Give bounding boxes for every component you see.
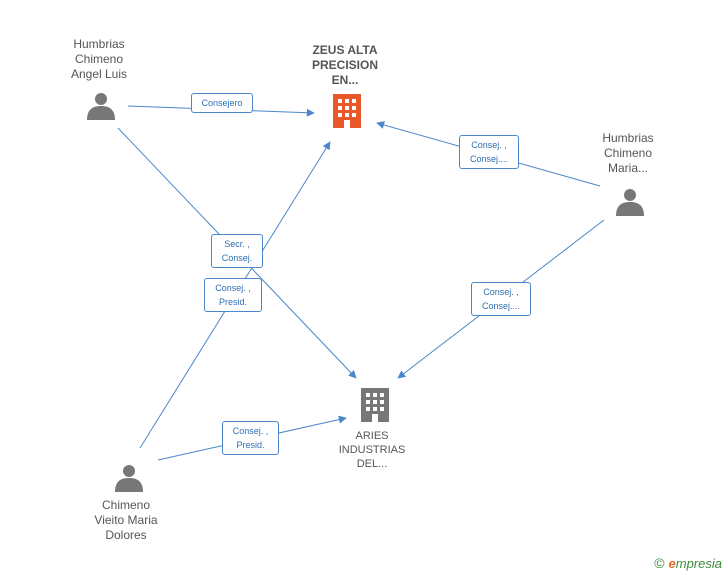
label-line: Chimeno bbox=[74, 52, 124, 66]
label-line: ZEUS ALTA bbox=[312, 43, 378, 57]
brand-name: mpresia bbox=[675, 556, 722, 571]
label-line: Humbrias bbox=[602, 131, 654, 145]
edge-label-line: Presid. bbox=[218, 297, 247, 307]
edge-label-line: Consej. bbox=[221, 253, 253, 263]
edge-label-line: Secr. , bbox=[224, 239, 250, 249]
label-line: Humbrias bbox=[73, 37, 125, 51]
label-line: Chimeno bbox=[603, 146, 653, 160]
edge-label-line: Consej.... bbox=[469, 154, 509, 164]
label-line: PRECISION bbox=[311, 58, 378, 72]
label-line: Chimeno bbox=[101, 498, 151, 512]
edge-label-line: Consejero bbox=[201, 98, 243, 108]
edge-label-line: Consej. , bbox=[215, 283, 251, 293]
building-icon bbox=[333, 94, 361, 128]
label-line: Maria... bbox=[607, 161, 648, 175]
edge-label-line: Consej. , bbox=[483, 287, 519, 297]
label-line: Angel Luis bbox=[70, 67, 128, 81]
person-icon bbox=[87, 93, 115, 120]
person-label-humbrias-maria[interactable]: Humbrias Chimeno Maria... bbox=[568, 131, 688, 176]
label-line: EN... bbox=[331, 73, 359, 87]
person-label-chimeno-vieito[interactable]: Chimeno Vieito Maria Dolores bbox=[66, 498, 186, 543]
person-icon bbox=[616, 189, 644, 216]
label-line: ARIES bbox=[355, 430, 389, 442]
edge-label-secr-consej[interactable]: Secr. , Consej. bbox=[211, 234, 263, 268]
edge-label-consejero[interactable]: Consejero bbox=[191, 93, 253, 113]
edge-label-consej-consej[interactable]: Consej. , Consej.... bbox=[459, 135, 519, 169]
copyright-icon: © bbox=[654, 555, 665, 571]
label-line: Dolores bbox=[105, 528, 147, 542]
label-line: Vieito Maria bbox=[94, 513, 158, 527]
edge-label-consej-presid[interactable]: Consej. , Presid. bbox=[204, 278, 262, 312]
edge-label-line: Consej. , bbox=[232, 426, 269, 436]
empresia-logo[interactable]: ©empresia bbox=[654, 555, 722, 571]
edge-label-line: Consej. , bbox=[471, 140, 507, 150]
edge-label-line: Consej.... bbox=[481, 301, 521, 311]
person-label-humbrias-angel-luis[interactable]: Humbrias Chimeno Angel Luis bbox=[39, 37, 159, 82]
person-icon bbox=[115, 465, 143, 492]
brand-initial: e bbox=[668, 556, 676, 571]
edge-label-line: Presid. bbox=[236, 440, 265, 450]
building-icon bbox=[361, 388, 389, 422]
edge-label-consej-presid[interactable]: Consej. , Presid. bbox=[222, 421, 279, 455]
company-label-aries[interactable]: ARIES INDUSTRIAS DEL... bbox=[312, 429, 432, 471]
edge-label-consej-consej[interactable]: Consej. , Consej.... bbox=[471, 282, 531, 316]
label-line: DEL... bbox=[356, 458, 388, 470]
company-label-zeus[interactable]: ZEUS ALTA PRECISION EN... bbox=[285, 43, 405, 88]
label-line: INDUSTRIAS bbox=[338, 444, 406, 456]
